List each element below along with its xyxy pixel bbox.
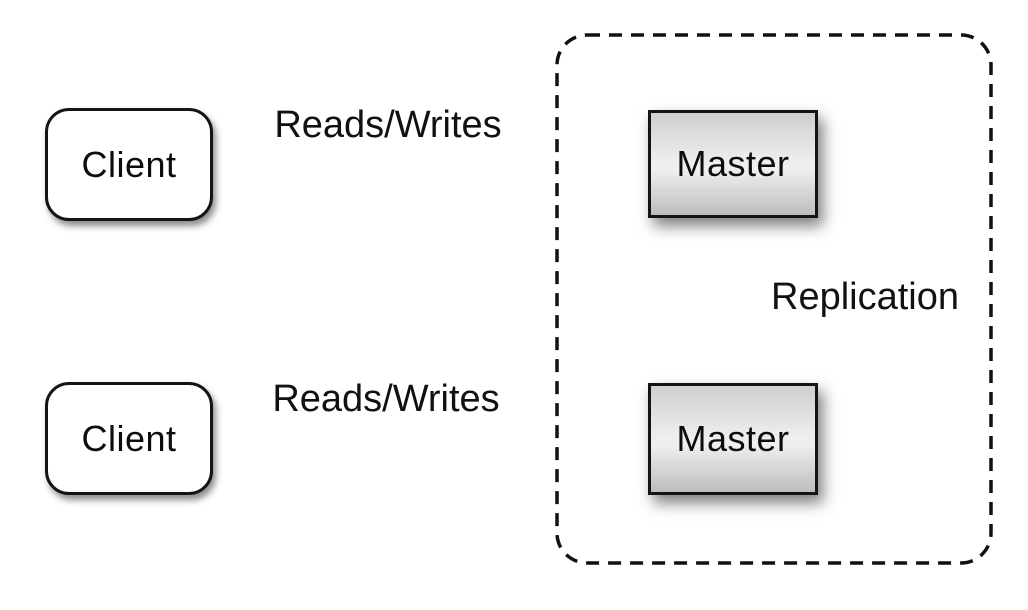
- master-node-top: Master: [648, 110, 818, 218]
- label-reads-writes-top: Reads/Writes: [274, 104, 502, 146]
- master-node-bottom-label: Master: [676, 418, 790, 459]
- client-node-bottom: Client: [45, 382, 213, 495]
- label-replication: Replication: [771, 276, 959, 318]
- master-node-top-label: Master: [676, 143, 790, 184]
- client-node-top: Client: [45, 108, 213, 221]
- label-reads-writes-bottom: Reads/Writes: [272, 378, 500, 420]
- client-node-top-label: Client: [81, 143, 177, 185]
- client-node-bottom-label: Client: [81, 417, 177, 459]
- master-node-bottom: Master: [648, 383, 818, 495]
